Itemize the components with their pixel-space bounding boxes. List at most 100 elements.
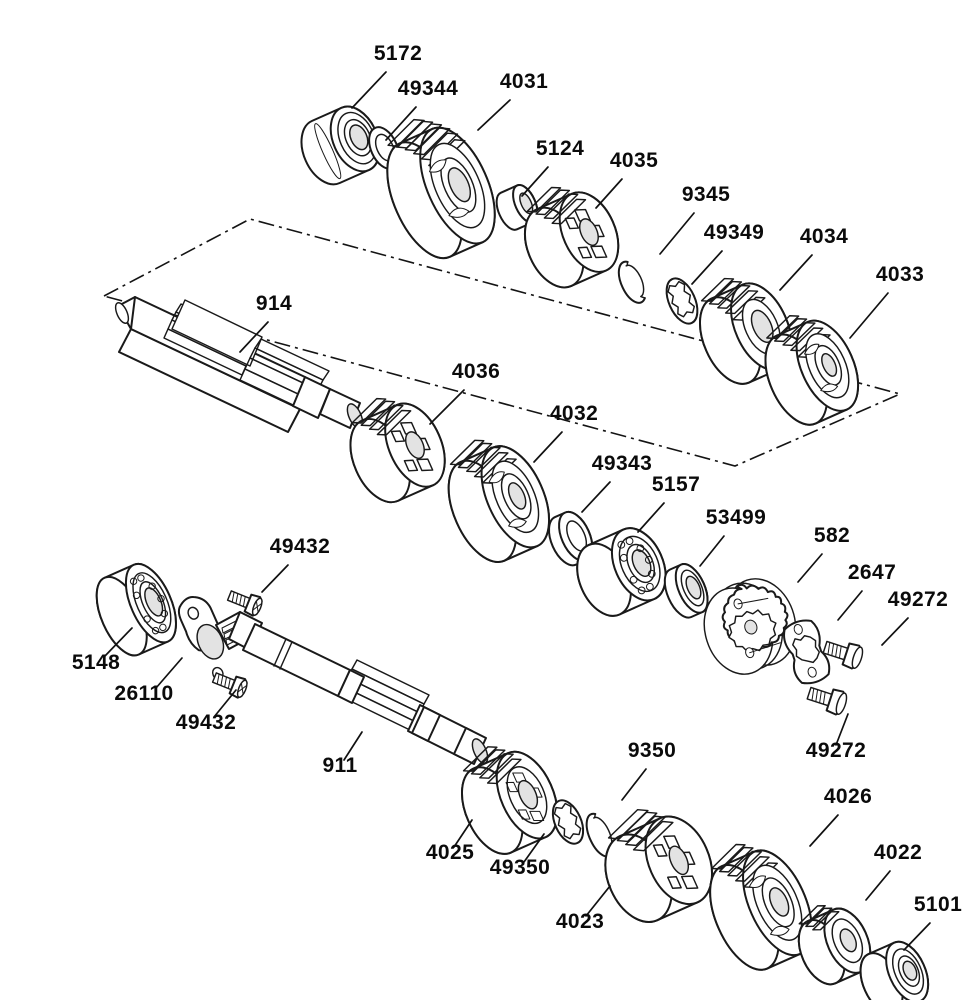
leader-line bbox=[637, 502, 665, 533]
leader-line bbox=[659, 212, 695, 255]
callout-4032-c12: 4032 bbox=[533, 402, 598, 463]
part-4033-gear bbox=[764, 314, 860, 426]
part-number-label: 49344 bbox=[398, 77, 458, 100]
leader-line bbox=[103, 627, 133, 658]
part-number-label: 4022 bbox=[874, 841, 922, 864]
part-911-countershaft bbox=[215, 611, 489, 765]
callout-49432-c19: 49432 bbox=[261, 535, 330, 593]
callout-2647-c17: 2647 bbox=[837, 561, 896, 621]
part-number-label: 914 bbox=[256, 292, 292, 315]
callout-49344-c02: 49344 bbox=[385, 77, 458, 141]
callout-5101-c31: 5101 bbox=[903, 893, 962, 951]
callout-4023-c29: 4023 bbox=[556, 885, 611, 933]
callout-49349-c07: 49349 bbox=[691, 221, 764, 285]
part-number-label: 4034 bbox=[800, 225, 848, 248]
callout-5148-c20: 5148 bbox=[72, 627, 133, 674]
part-4031-gear bbox=[386, 118, 496, 260]
leader-line bbox=[835, 713, 849, 746]
part-49272-bolt-lower bbox=[806, 686, 848, 716]
part-number-label: 49432 bbox=[176, 711, 236, 734]
part-4036-gear bbox=[349, 397, 446, 504]
leader-line bbox=[533, 431, 563, 463]
leader-line bbox=[429, 389, 465, 425]
callout-4026-c26: 4026 bbox=[809, 785, 872, 847]
part-number-label: 4033 bbox=[876, 263, 924, 286]
part-number-label: 26110 bbox=[114, 682, 173, 705]
part-5101-bearing bbox=[859, 940, 930, 1000]
part-number-label: 5124 bbox=[536, 137, 584, 160]
callout-5124-c04: 5124 bbox=[521, 137, 584, 197]
leader-line bbox=[239, 321, 269, 353]
part-number-label: 49343 bbox=[592, 452, 652, 475]
part-4034-gear bbox=[699, 277, 793, 385]
part-2647-lock-plate bbox=[783, 619, 831, 685]
leader-line bbox=[385, 106, 417, 141]
part-number-label: 49272 bbox=[888, 588, 948, 611]
leader-line bbox=[779, 254, 813, 291]
leader-line bbox=[797, 553, 823, 583]
callout-911-c23: 911 bbox=[322, 731, 363, 777]
part-number-label: 582 bbox=[814, 524, 850, 547]
part-number-label: 911 bbox=[322, 754, 357, 777]
part-49350-lock-washer bbox=[551, 799, 585, 845]
part-number-label: 49432 bbox=[270, 535, 330, 558]
part-number-label: 4036 bbox=[452, 360, 500, 383]
part-5148-bearing bbox=[95, 562, 177, 657]
part-number-label: 49272 bbox=[806, 739, 866, 762]
leader-line bbox=[809, 814, 839, 847]
callout-914-c10: 914 bbox=[239, 292, 292, 353]
part-number-label: 4031 bbox=[500, 70, 548, 93]
assembly-centerline-envelope bbox=[101, 218, 903, 467]
leader-line bbox=[521, 166, 549, 197]
callout-26110-c21: 26110 bbox=[114, 657, 183, 705]
leader-line bbox=[155, 657, 183, 689]
leader-line bbox=[581, 481, 611, 513]
part-number-label: 9350 bbox=[628, 739, 676, 762]
leader-line bbox=[849, 292, 889, 339]
part-number-label: 49350 bbox=[490, 856, 550, 879]
part-4022-gear bbox=[797, 905, 872, 986]
callout-4036-c11: 4036 bbox=[429, 360, 500, 425]
leader-line bbox=[621, 768, 647, 801]
callout-9350-c25: 9350 bbox=[621, 739, 676, 801]
leader-line bbox=[881, 617, 909, 646]
leader-line bbox=[865, 870, 891, 901]
callout-4033-c09: 4033 bbox=[849, 263, 924, 339]
part-53499-seal bbox=[663, 563, 709, 619]
part-49272-bolt-upper bbox=[822, 640, 864, 670]
part-number-label: 5157 bbox=[652, 473, 700, 496]
part-number-label: 49349 bbox=[704, 221, 764, 244]
part-4035-gear bbox=[523, 186, 620, 289]
callout-49343-c13: 49343 bbox=[581, 452, 652, 513]
callout-5157-c14: 5157 bbox=[637, 473, 700, 533]
part-49432-screw-lower bbox=[211, 672, 248, 699]
part-582-sprocket bbox=[703, 578, 797, 675]
callout-49272-c24: 49272 bbox=[806, 713, 866, 762]
callout-4034-c08: 4034 bbox=[779, 225, 848, 291]
callout-4022-c30: 4022 bbox=[865, 841, 922, 901]
callout-49272-c18: 49272 bbox=[881, 588, 948, 646]
part-914-mainshaft bbox=[114, 296, 364, 433]
part-number-label: 9345 bbox=[682, 183, 730, 206]
part-number-label: 4023 bbox=[556, 910, 604, 933]
callout-9345-c06: 9345 bbox=[659, 183, 730, 255]
callout-582-c16: 582 bbox=[797, 524, 850, 583]
leader-line bbox=[585, 885, 611, 917]
leader-line bbox=[453, 819, 473, 848]
part-number-label: 4025 bbox=[426, 841, 474, 864]
part-9345-snap-ring bbox=[617, 260, 646, 304]
callout-5172-c01: 5172 bbox=[351, 42, 422, 109]
callout-53499-c15: 53499 bbox=[699, 506, 766, 567]
part-number-label: 4035 bbox=[610, 149, 658, 172]
part-number-label: 4032 bbox=[550, 402, 598, 425]
part-4026-gear bbox=[709, 843, 813, 971]
leader-line bbox=[213, 689, 237, 718]
callout-4025-c27: 4025 bbox=[426, 819, 474, 864]
part-number-label: 4026 bbox=[824, 785, 872, 808]
leader-line bbox=[261, 564, 289, 593]
part-number-label: 2647 bbox=[848, 561, 896, 584]
callout-49350-c28: 49350 bbox=[490, 833, 550, 879]
leader-line bbox=[351, 71, 387, 109]
